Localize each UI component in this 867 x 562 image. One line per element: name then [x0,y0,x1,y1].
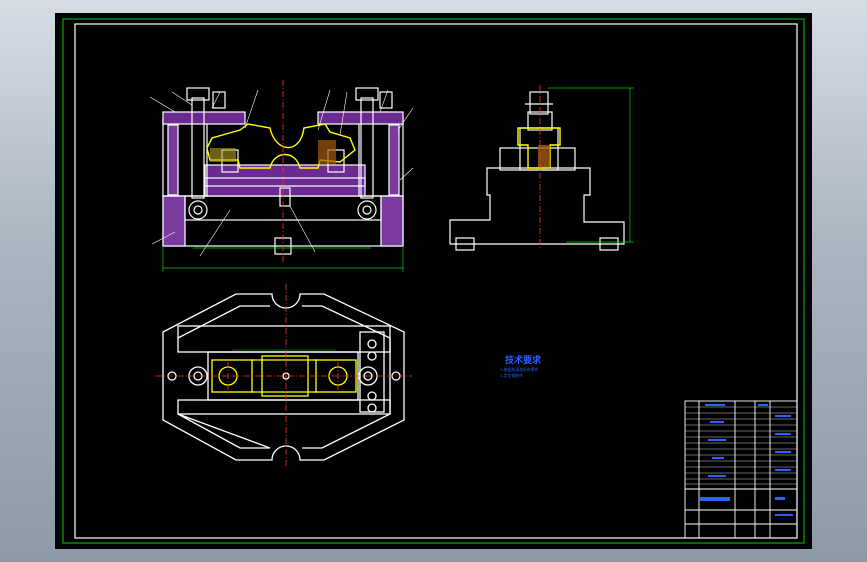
body-section [204,164,366,197]
parts-list-marks [700,404,793,516]
front-view-dimensions [162,246,404,272]
parts-list-table [684,400,798,539]
workpiece-section-left [210,148,236,162]
technical-requirements-line-2: 2.定位销配作 [500,373,523,378]
front-view-leaders [149,89,414,257]
workpiece-section-right [318,140,336,164]
sheet-inner-border [74,23,798,539]
top-view [162,293,405,461]
drawing-sheet [55,13,812,549]
base-left-section [162,195,186,247]
base-right-section [380,195,404,247]
technical-requirements-line-1: 1.装配前清洗所有零件 [500,367,539,372]
side-view-workpiece [517,127,561,169]
front-view-workpiece [206,123,356,169]
sheet-outer-border [62,18,805,544]
top-view-centerlines [156,284,412,468]
parts-list-rows [685,406,797,485]
side-view-dimensions [548,87,634,243]
side-view [449,91,625,251]
technical-requirements-title: 技术要求 [505,356,542,366]
side-view-section [538,145,550,167]
